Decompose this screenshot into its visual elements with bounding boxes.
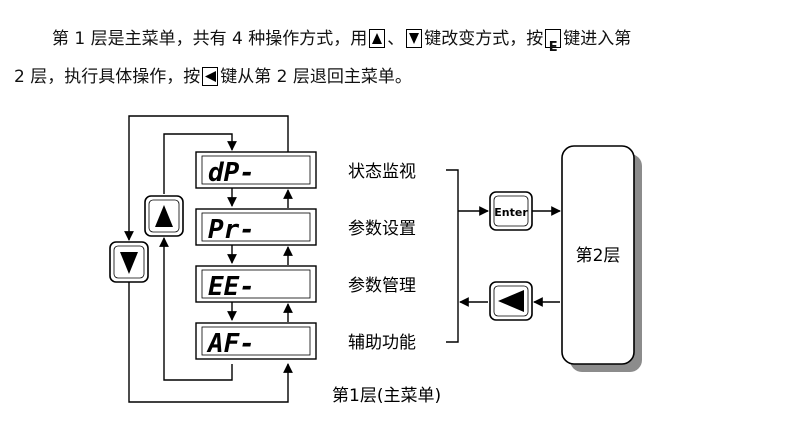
- display-af-inner: [201, 326, 311, 356]
- label-aux-function: 辅助功能: [348, 333, 416, 353]
- down-key-icon: [406, 29, 423, 48]
- display-pr-text: Pr-: [208, 215, 255, 245]
- display-ee-inner: [201, 269, 311, 299]
- display-dp-inner: [201, 155, 311, 185]
- intro-line-1-a: 第 1 层是主菜单，共有 4 种操作方式，用: [52, 29, 368, 49]
- intro-sep: 、: [387, 29, 405, 49]
- display-af-text: AF-: [206, 329, 255, 359]
- up-key-icon: [369, 29, 386, 48]
- intro-line-1-c: 键进入第: [563, 29, 632, 49]
- enter-key-inner: [493, 195, 529, 227]
- inner-loop-line: [159, 237, 233, 381]
- down-triangle-icon: [120, 252, 138, 274]
- up-key-exit-line: [163, 133, 237, 194]
- left-triangle-icon: [498, 290, 524, 312]
- label-bracket: [446, 169, 459, 343]
- display-pr[interactable]: [195, 208, 317, 246]
- intro-line-1: 第 1 层是主菜单，共有 4 种操作方式，用、键改变方式，按 E 键进入第: [14, 20, 784, 58]
- intro-line-2-b: 键从第 2 层退回主菜单。: [220, 67, 412, 87]
- diagram-caption: 第1层(主菜单): [332, 386, 441, 406]
- intro-line-2-a: 2 层，执行具体操作，按: [14, 67, 201, 87]
- display-af[interactable]: [195, 322, 317, 360]
- display-dp[interactable]: [195, 151, 317, 189]
- down-key-inner: [113, 245, 145, 279]
- display-ee-text: EE-: [208, 272, 255, 302]
- enter-key-letter: E: [548, 40, 558, 55]
- back-key-icon: [202, 67, 219, 86]
- layer2-box[interactable]: [561, 145, 635, 365]
- layer2-label: 第2层: [576, 246, 621, 266]
- enter-key-icon: E: [545, 29, 562, 55]
- enter-key-label: Enter: [494, 206, 528, 219]
- intro-line-1-b: 键改变方式，按: [424, 29, 544, 49]
- display-pr-inner: [201, 212, 311, 242]
- back-key-inner: [493, 285, 529, 317]
- label-status-monitor: 状态监视: [348, 162, 416, 182]
- intro-line-2: 2 层，执行具体操作，按键从第 2 层退回主菜单。: [14, 58, 784, 96]
- down-key-exit-line: [128, 282, 293, 403]
- up-key-inner: [148, 199, 180, 233]
- up-triangle-icon: [155, 205, 173, 227]
- label-param-setting: 参数设置: [348, 219, 416, 239]
- outer-loop-line: [124, 115, 289, 241]
- intro-text: 第 1 层是主菜单，共有 4 种操作方式，用、键改变方式，按 E 键进入第 2 层，…: [14, 20, 784, 96]
- label-param-manage: 参数管理: [348, 276, 416, 296]
- display-ee[interactable]: [195, 265, 317, 303]
- display-dp-text: dP-: [208, 158, 255, 188]
